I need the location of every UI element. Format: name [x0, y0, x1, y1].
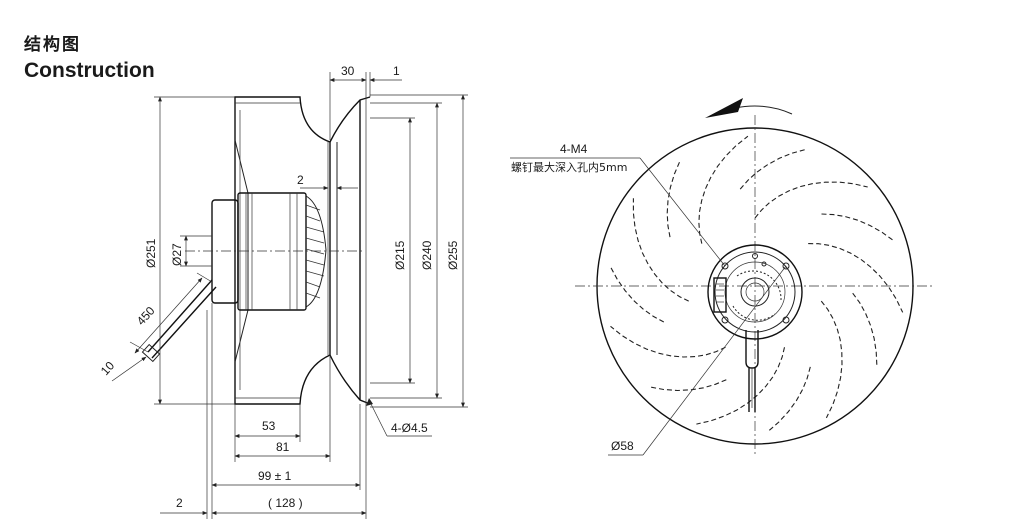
cooling-fin [305, 226, 325, 233]
label-30: 30 [341, 64, 355, 78]
label-215: Ø215 [393, 240, 407, 270]
fan-body-outline [234, 96, 371, 405]
dim-99: 99 ± 1 [211, 303, 361, 519]
dim-251: Ø251 [144, 96, 235, 405]
dim-10: 10 [98, 356, 147, 382]
impeller-blade [808, 243, 904, 313]
impeller-splitter-blade [739, 148, 807, 190]
label-4-m4: 4-M4 [560, 142, 588, 156]
dim-27: Ø27 [170, 235, 212, 267]
label-255: Ø255 [446, 240, 460, 270]
label-2-left: 2 [176, 496, 183, 510]
dim-30: 30 [329, 64, 367, 140]
front-cable [745, 330, 759, 412]
label-1: 1 [393, 64, 400, 78]
impeller-splitter-blade [821, 213, 895, 242]
impeller-splitter-blade [852, 292, 878, 367]
label-240: Ø240 [420, 240, 434, 270]
dim-215: Ø215 [370, 117, 415, 384]
cooling-fin [305, 292, 321, 299]
label-hole: 4-Ø4.5 [391, 421, 428, 435]
impeller-blade [820, 300, 843, 419]
motor [211, 192, 327, 311]
label-128: ( 128 ) [268, 496, 303, 510]
dim-255: Ø255 [370, 94, 468, 408]
label-81: 81 [276, 440, 290, 454]
impeller-blade [754, 181, 868, 219]
cooling-fin [305, 204, 321, 211]
impeller-blade [610, 325, 726, 358]
title-english: Construction [24, 59, 155, 82]
label-27: Ø27 [170, 243, 184, 266]
motor-hub [707, 244, 803, 340]
label-450: 450 [134, 304, 158, 328]
cable [141, 279, 217, 363]
cooling-fin [305, 270, 325, 277]
impeller-splitter-blade [666, 160, 681, 238]
cooling-fin [305, 248, 325, 255]
dim-128: ( 128 ) [211, 405, 367, 519]
dim-58: Ø58 [608, 265, 787, 456]
cooling-fin [305, 281, 321, 288]
impeller-splitter-blade [767, 366, 811, 432]
dim-81: 81 [234, 355, 331, 462]
label-53: 53 [262, 419, 276, 433]
dim-hole: 4-Ø4.5 [366, 398, 432, 437]
label-58: Ø58 [611, 439, 634, 453]
impeller-blades [609, 135, 904, 432]
label-251: Ø251 [144, 238, 158, 268]
impeller-splitter-blade [649, 379, 727, 392]
label-2-gap: 2 [297, 173, 304, 187]
impeller-blade [696, 347, 786, 425]
front-view: 4-M4 螺钉最大深入孔内5mm Ø58 [510, 98, 935, 456]
rotation-arrow [705, 98, 793, 118]
label-10: 10 [98, 358, 118, 378]
screw-callout: 4-M4 螺钉最大深入孔内5mm [510, 142, 726, 267]
dim-2-left: 2 [160, 310, 208, 519]
side-view: 30 1 2 Ø251 Ø27 [98, 64, 468, 519]
impeller-splitter-blade [609, 266, 665, 323]
label-99: 99 ± 1 [258, 469, 292, 483]
label-screw-note: 螺钉最大深入孔内5mm [511, 160, 627, 174]
dim-450: 450 [129, 272, 213, 354]
cooling-fin [305, 237, 325, 244]
dim-2-gap: 2 [297, 173, 358, 190]
impeller-blade [698, 135, 749, 244]
dim-240: Ø240 [370, 102, 442, 399]
title-chinese: 结构图 [24, 35, 81, 55]
cooling-fin [305, 215, 321, 222]
dim-1: 1 [369, 64, 402, 97]
impeller-blade [632, 198, 689, 302]
cooling-fin [305, 259, 325, 266]
dim-53: 53 [234, 404, 301, 442]
